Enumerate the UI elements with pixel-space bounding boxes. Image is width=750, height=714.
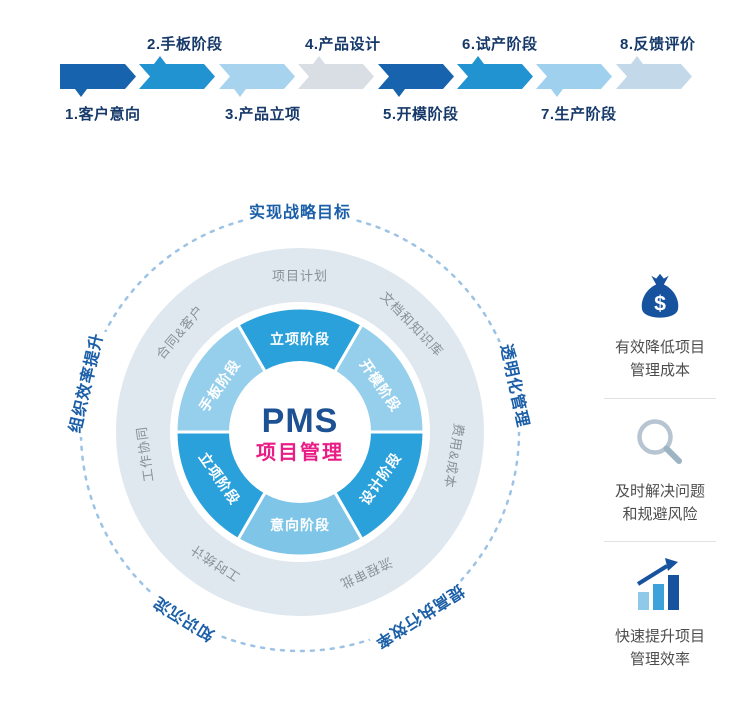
label-backplate (246, 201, 354, 225)
ring-label: 项目计划 (272, 269, 328, 284)
label-pointer-icon (75, 89, 87, 97)
process-segment (298, 64, 374, 89)
benefit-text: 快速提升项目 管理效率 (614, 628, 705, 669)
wheel-title: PMS (262, 402, 339, 440)
process-segment (536, 64, 612, 89)
pie-sector-label: 意向阶段 (270, 517, 330, 533)
money-bag-icon: $ (641, 273, 679, 318)
wheel-outer-label-group: 组织效率提升 (65, 327, 111, 439)
process-segment (219, 64, 295, 89)
process-arrow-bar (60, 56, 696, 97)
process-segment (378, 64, 454, 89)
benefit-item: 及时解决问题 和规避风险 (615, 414, 705, 527)
pms-wheel-diagram: 实现战略目标 透明化管理 提高执行效率 知识沉淀 组织效率提升 项目计划 文档和… (65, 201, 535, 656)
process-stage-label: 3.产品立项 (225, 106, 301, 123)
benefit-item: $ 有效降低项目 管理成本 (615, 270, 705, 383)
module-ring (116, 248, 484, 616)
process-stage-label: 6.试产阶段 (462, 36, 538, 53)
process-segment (60, 64, 136, 89)
label-pointer-icon (551, 89, 563, 97)
process-stage-label: 2.手板阶段 (147, 36, 223, 53)
process-stage-label: 1.客户意向 (65, 106, 141, 123)
pie-sector-label: 立项阶段 (270, 331, 330, 347)
process-stage-label: 8.反馈评价 (620, 36, 696, 53)
benefit-item: 快速提升项目 管理效率 (615, 557, 705, 672)
benefit-text: 及时解决问题 和规避风险 (614, 482, 705, 523)
svg-text:$: $ (654, 292, 666, 316)
wheel-outer-label-group: 透明化管理 (492, 338, 535, 434)
benefit-text: 有效降低项目 管理成本 (614, 339, 705, 380)
wheel-outer-label: 实现战略目标 (249, 203, 351, 222)
wheel-outer-label: 组织效率提升 (65, 331, 106, 435)
label-backplate (145, 587, 223, 649)
wheel-subtitle: 项目管理 (256, 440, 344, 464)
process-segment (457, 64, 533, 89)
wheel-outer-label-group: 知识沉淀 (145, 587, 223, 649)
label-pointer-icon (234, 89, 246, 97)
label-pointer-icon (631, 56, 643, 64)
label-backplate (367, 576, 471, 656)
magnifier-icon (637, 418, 682, 464)
label-pointer-icon (393, 89, 405, 97)
wheel-hub (229, 361, 371, 503)
process-segment (139, 64, 215, 89)
process-segment (616, 64, 692, 89)
label-pointer-icon (154, 56, 166, 64)
bar-chart-up-icon (636, 558, 679, 610)
process-stage-label: 4.产品设计 (305, 36, 381, 53)
label-pointer-icon (313, 56, 325, 64)
process-stage-label: 7.生产阶段 (541, 106, 617, 123)
label-pointer-icon (472, 56, 484, 64)
wheel-outer-label-group: 实现战略目标 (246, 201, 354, 225)
process-stage-label: 5.开模阶段 (383, 106, 459, 123)
label-backplate (492, 338, 535, 434)
divider (604, 397, 716, 399)
label-backplate (65, 327, 111, 439)
divider (604, 541, 716, 542)
benefits-panel: $ 有效降低项目 管理成本 及时解决问题 和规避风险 (597, 270, 723, 672)
